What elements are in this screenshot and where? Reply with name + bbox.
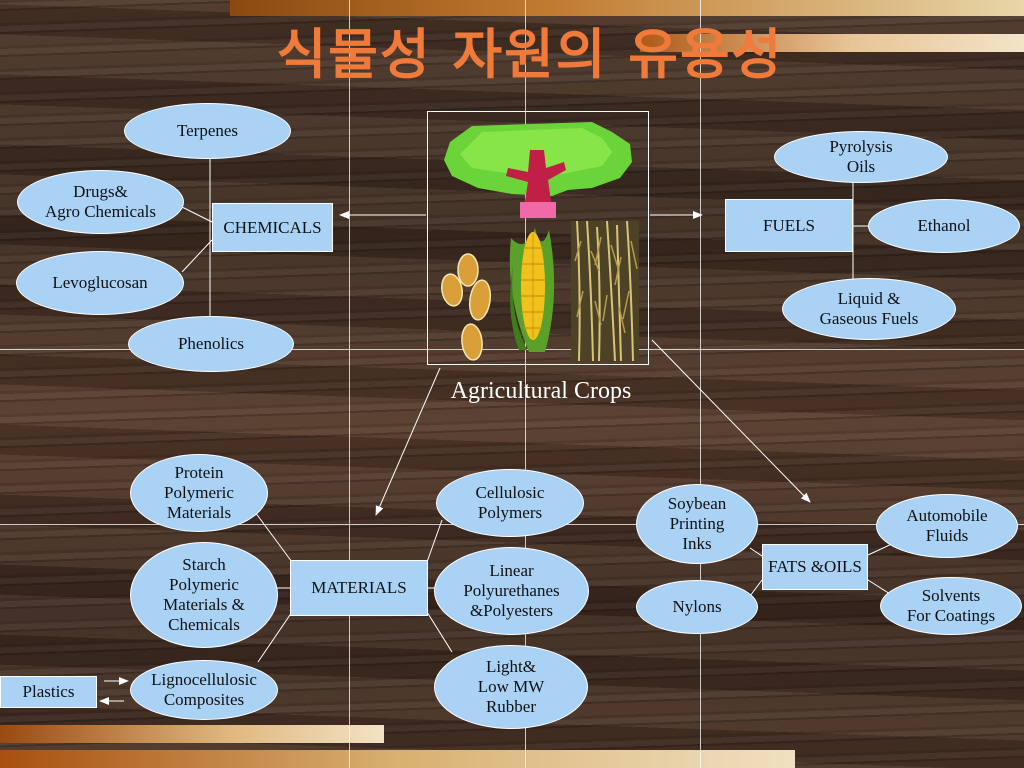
- solvents-for-coatings-node: Solvents For Coatings: [880, 577, 1022, 635]
- materials-node: MATERIALS: [290, 560, 428, 616]
- drugs-agro-chemicals-node: Drugs& Agro Chemicals: [17, 170, 184, 234]
- lignocellulosic-composites-node: Lignocellulosic Composites: [130, 660, 278, 720]
- automobile-fluids-node: Automobile Fluids: [876, 494, 1018, 558]
- grid-line: [700, 0, 701, 768]
- bottom-edge-bar: [0, 750, 795, 768]
- seeds-icon: [441, 253, 492, 361]
- phenolics-node: Phenolics: [128, 316, 294, 372]
- levoglucosan-node: Levoglucosan: [16, 251, 184, 315]
- terpenes-node: Terpenes: [124, 103, 291, 159]
- plastics-node: Plastics: [0, 676, 97, 708]
- liquid-gaseous-fuels-node: Liquid & Gaseous Fuels: [782, 278, 956, 340]
- crops-image-frame: [427, 111, 649, 365]
- ethanol-node: Ethanol: [868, 199, 1020, 253]
- nylons-node: Nylons: [636, 580, 758, 634]
- grid-line: [349, 0, 350, 768]
- corn-icon: [509, 228, 555, 352]
- agricultural-crops-label: Agricultural Crops: [450, 378, 632, 404]
- chemicals-node: CHEMICALS: [212, 203, 333, 252]
- fats-oils-node: FATS &OILS: [762, 544, 868, 590]
- grid-line: [0, 349, 1024, 350]
- fuels-node: FUELS: [725, 199, 853, 252]
- page-title: 식물성 자원의 유용성: [276, 23, 784, 86]
- light-low-mw-rubber-node: Light& Low MW Rubber: [434, 645, 588, 729]
- title-accent-bar: [640, 34, 1024, 52]
- tree-icon: [444, 122, 632, 218]
- soybean-printing-inks-node: Soybean Printing Inks: [636, 484, 758, 564]
- linear-polyurethanes-polyesters-node: Linear Polyurethanes &Polyesters: [434, 547, 589, 635]
- bottom-accent-bar: [0, 725, 384, 743]
- cellulosic-polymers-node: Cellulosic Polymers: [436, 469, 584, 537]
- pyrolysis-oils-node: Pyrolysis Oils: [774, 131, 948, 183]
- grid-line: [525, 0, 526, 768]
- protein-polymeric-materials-node: Protein Polymeric Materials: [130, 454, 268, 532]
- top-accent-bar: [230, 0, 1024, 16]
- grain-stalks-icon: [571, 221, 639, 361]
- starch-polymeric-materials-node: Starch Polymeric Materials & Chemicals: [130, 542, 278, 648]
